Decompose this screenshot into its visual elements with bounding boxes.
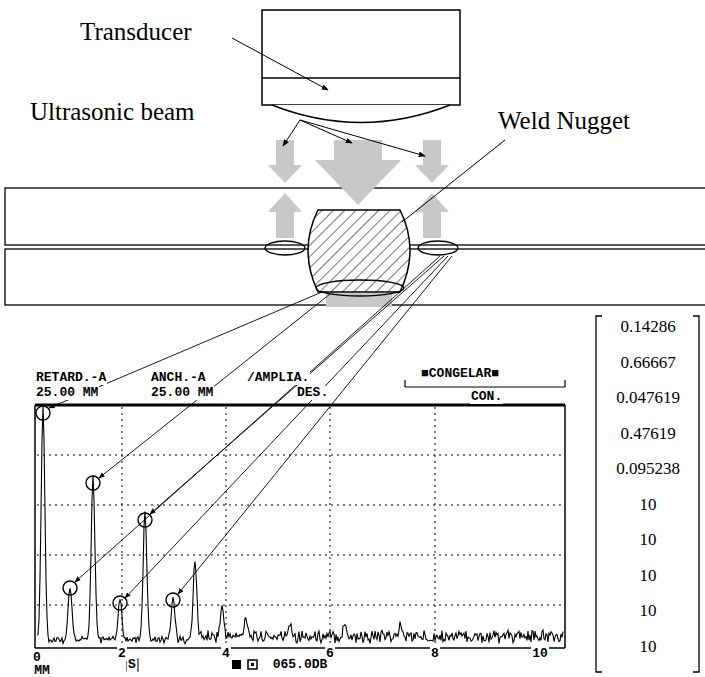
matrix-bracket bbox=[596, 316, 699, 672]
screen-text: ■CONGELAR■ bbox=[420, 367, 500, 381]
screen-text: /AMPLIA. bbox=[246, 371, 310, 385]
a-scan-screen bbox=[35, 380, 565, 671]
vector-value: 0.095238 bbox=[616, 460, 680, 479]
part-label: Weld Nugget bbox=[498, 107, 630, 135]
vector-value: 0.47619 bbox=[620, 425, 675, 444]
vector-value: 10 bbox=[640, 531, 657, 550]
screen-text: DES. bbox=[296, 386, 329, 400]
a-scan-trace bbox=[37, 406, 563, 644]
vector-value: 10 bbox=[640, 496, 657, 515]
axis-tick: 8 bbox=[430, 647, 440, 661]
vector-value: 10 bbox=[640, 567, 657, 586]
ultrasonic-beam bbox=[268, 140, 449, 307]
part-label: Transducer bbox=[80, 18, 192, 46]
axis-tick: 10 bbox=[531, 647, 549, 661]
screen-text: CON. bbox=[470, 390, 503, 404]
echo-source bbox=[265, 241, 458, 296]
axis-tick: 4 bbox=[221, 647, 231, 661]
vector-value: 0.047619 bbox=[616, 389, 680, 408]
vector-value: 10 bbox=[640, 638, 657, 657]
vector-value: 0.14286 bbox=[620, 318, 675, 337]
signal-trace bbox=[37, 406, 563, 644]
gain-readout: 065.0DB bbox=[272, 658, 329, 672]
axis-tick: 2 bbox=[117, 647, 127, 661]
vector-value: 10 bbox=[640, 602, 657, 621]
screen-text: 25.00 MM bbox=[35, 386, 99, 400]
leader-line bbox=[232, 38, 505, 222]
status-flag: S bbox=[127, 658, 137, 672]
axis-unit: MM bbox=[33, 664, 51, 677]
screen-text: ANCH.-A bbox=[150, 371, 207, 385]
screen-text: 25.00 MM bbox=[150, 386, 214, 400]
vector-value: 0.66667 bbox=[620, 354, 675, 373]
transducer bbox=[262, 10, 460, 123]
screen-text: RETARD.-A bbox=[35, 371, 107, 385]
part-label: Ultrasonic beam bbox=[30, 98, 195, 126]
echo-leader bbox=[49, 256, 452, 598]
